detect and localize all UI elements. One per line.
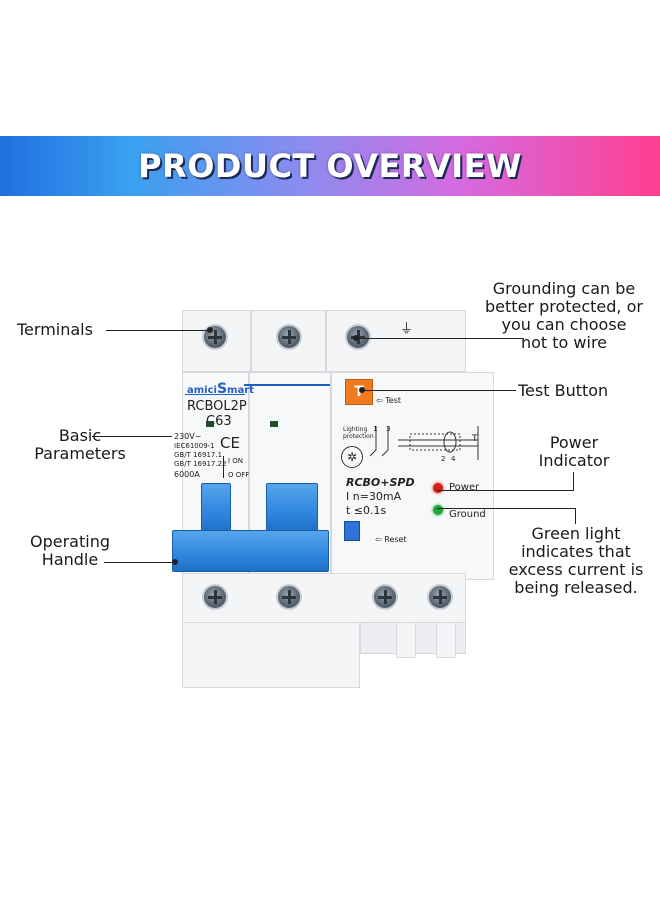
test-button-label: Test Button bbox=[518, 381, 609, 400]
grounding-dot bbox=[353, 335, 359, 341]
handle-right-toggle[interactable] bbox=[266, 483, 318, 533]
power-led bbox=[433, 483, 443, 493]
pole-indicator bbox=[270, 421, 278, 427]
din-rail-tab bbox=[436, 622, 456, 658]
operating-handle-bar[interactable] bbox=[172, 530, 329, 572]
spec-line: IEC61009-1 bbox=[174, 442, 215, 450]
ce-mark: CE bbox=[220, 434, 240, 452]
top-terminal-divider-1 bbox=[250, 310, 252, 372]
spec-line: 230V~ bbox=[174, 432, 202, 441]
schematic-label: T bbox=[472, 434, 478, 444]
trip-time: t ≤0.1s bbox=[346, 504, 387, 517]
grounding-leader bbox=[356, 338, 524, 339]
ground-led bbox=[433, 505, 443, 515]
basic-parameters-leader bbox=[92, 436, 172, 437]
terminals-label: Terminals bbox=[17, 320, 93, 339]
pole-indicator bbox=[206, 421, 214, 427]
basic-parameters-label: Basic Parameters bbox=[34, 426, 126, 463]
green-light-leader-v bbox=[575, 508, 576, 524]
green-light-leader-h bbox=[437, 508, 576, 509]
spec-line: GB/T 16917.22 bbox=[174, 460, 227, 468]
terminals-dot bbox=[207, 327, 213, 333]
lighting-protection-label: Lighting protection bbox=[343, 426, 374, 440]
terminal-screw-icon bbox=[276, 584, 302, 610]
circuit-schematic bbox=[369, 426, 479, 460]
schematic-number: 1 bbox=[373, 425, 378, 433]
test-label: ⇦ Test bbox=[376, 396, 402, 405]
spec-line: 6000A bbox=[174, 470, 200, 479]
lightning-icon: ✲ bbox=[341, 446, 363, 468]
test-button-leader bbox=[362, 390, 516, 391]
terminal-screw-icon bbox=[202, 584, 228, 610]
title-banner: PRODUCT OVERVIEW bbox=[0, 136, 660, 196]
brand-logo: amiciSmart bbox=[187, 381, 254, 397]
reset-button[interactable] bbox=[344, 521, 360, 541]
spec-line: GB/T 16917.1 bbox=[174, 451, 223, 459]
top-terminal-divider-2 bbox=[325, 310, 327, 372]
off-label: O OFF bbox=[228, 471, 250, 479]
banner-title: PRODUCT OVERVIEW bbox=[138, 147, 522, 185]
green-light-label: Green light indicates that excess curren… bbox=[508, 524, 644, 597]
schematic-number: 4 bbox=[451, 455, 456, 463]
din-rail-tab bbox=[396, 622, 416, 658]
on-off-arrow bbox=[223, 456, 224, 478]
terminal-screw-icon bbox=[427, 584, 453, 610]
schematic-number: 3 bbox=[386, 425, 391, 433]
power-led-label: Power bbox=[449, 482, 480, 493]
grounding-label: Grounding can be better protected, or yo… bbox=[485, 279, 643, 352]
model-number: RCBOL2P bbox=[187, 399, 247, 414]
handle-left-toggle[interactable] bbox=[201, 483, 231, 533]
terminal-screw-icon bbox=[372, 584, 398, 610]
power-indicator-label: Power Indicator bbox=[538, 433, 610, 470]
top-terminal-block bbox=[182, 310, 466, 372]
terminal-screw-icon bbox=[202, 324, 228, 350]
on-label: I ON bbox=[228, 457, 244, 465]
terminal-screw-icon bbox=[276, 324, 302, 350]
din-rail-base bbox=[182, 622, 360, 688]
brand-underline-left bbox=[185, 394, 245, 395]
terminals-leader bbox=[106, 330, 210, 331]
schematic-number: 2 bbox=[441, 455, 446, 463]
body-divider-2 bbox=[330, 372, 332, 580]
rcbo-spd-label: RCBO+SPD bbox=[346, 476, 415, 489]
brand-underline bbox=[244, 384, 330, 386]
reset-label: ⇦ Reset bbox=[375, 535, 407, 544]
ground-led-label: Ground bbox=[449, 509, 486, 520]
operating-handle-dot bbox=[172, 559, 178, 565]
power-indicator-leader-h bbox=[437, 490, 574, 491]
operating-handle-leader bbox=[104, 562, 176, 563]
residual-current: I n=30mA bbox=[346, 490, 402, 503]
test-button-dot bbox=[359, 387, 365, 393]
power-indicator-leader-v bbox=[573, 472, 574, 490]
ground-symbol-icon: ⏚ bbox=[400, 322, 414, 337]
operating-handle-label: Operating Handle bbox=[30, 532, 110, 569]
